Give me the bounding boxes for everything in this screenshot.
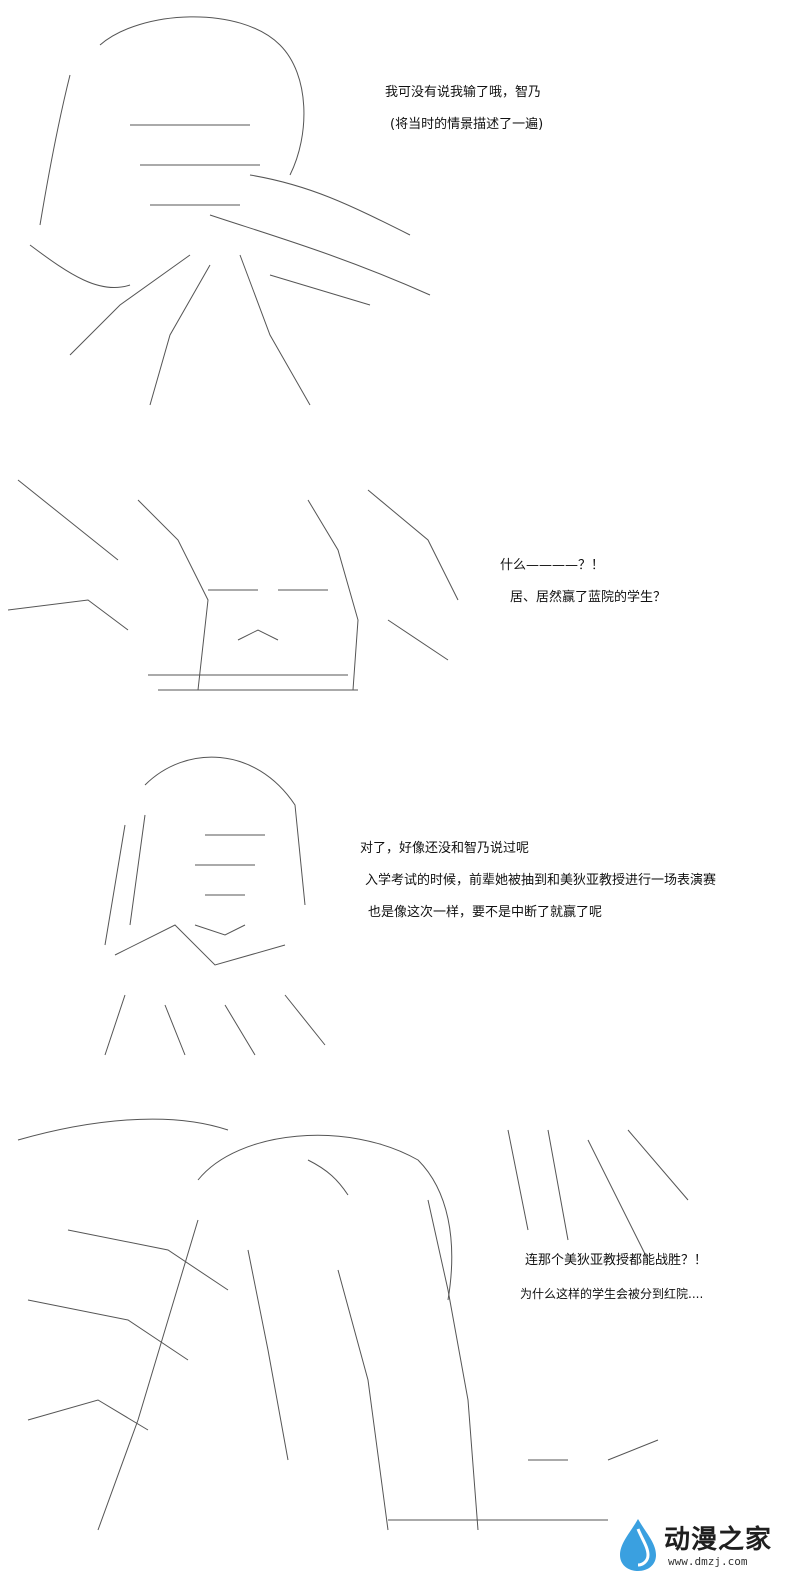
ascii-art-character-1 (10, 5, 450, 425)
ascii-art-character-3 (85, 745, 345, 1065)
ascii-art-character-2 (8, 460, 468, 710)
watermark: 动漫之家 www.dmzj.com (616, 1517, 786, 1577)
watermark-name: 动漫之家 (664, 1525, 773, 1555)
watermark-url: www.dmzj.com (668, 1555, 748, 1568)
dialogue-line: 也是像这次一样，要不是中断了就赢了呢 (368, 905, 603, 920)
ascii-art-character-4 (8, 1100, 698, 1540)
panel-2: 什么————？！ 居、居然赢了蓝院的学生？ (0, 455, 800, 715)
panel-1: 我可没有说我输了哦，智乃 (将当时的情景描述了一遍) (0, 0, 800, 430)
dialogue-line: (将当时的情景描述了一遍) (390, 117, 544, 132)
droplet-logo-icon (620, 1519, 656, 1571)
dialogue-line: 什么————？！ (500, 558, 605, 573)
dialogue-line: 入学考试的时候，前辈她被抽到和美狄亚教授进行一场表演赛 (365, 873, 717, 888)
dialogue-line: 连那个美狄亚教授都能战胜？！ (525, 1253, 708, 1268)
panel-3: 对了，好像还没和智乃说过呢 入学考试的时候，前辈她被抽到和美狄亚教授进行一场表演… (0, 740, 800, 1070)
panel-4: 连那个美狄亚教授都能战胜？！ 为什么这样的学生会被分到红院.... 动漫之家 w… (0, 1100, 800, 1587)
dialogue-line: 居、居然赢了蓝院的学生？ (510, 590, 667, 605)
dialogue-line: 我可没有说我输了哦，智乃 (385, 85, 542, 100)
dialogue-line: 为什么这样的学生会被分到红院.... (520, 1287, 704, 1301)
dialogue-line: 对了，好像还没和智乃说过呢 (360, 841, 530, 856)
